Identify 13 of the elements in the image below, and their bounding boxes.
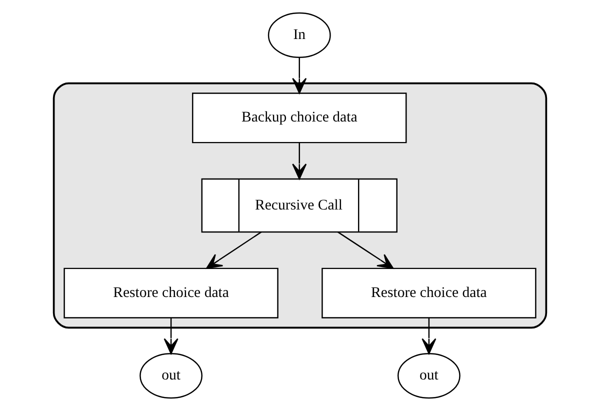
arrow — [292, 142, 307, 180]
node-box: Backup choice data — [192, 92, 407, 144]
node-ellipse: out — [397, 352, 460, 399]
arrow — [338, 232, 394, 269]
arrow — [422, 318, 436, 354]
node-box: Restore choice data — [322, 268, 536, 318]
arrow — [206, 232, 262, 269]
arrow — [164, 318, 178, 354]
cluster — [52, 82, 548, 329]
node-box: Restore choice data — [64, 268, 278, 318]
node-ellipse: In — [268, 12, 331, 58]
arrow — [292, 58, 307, 94]
node-ellipse: out — [140, 352, 203, 399]
